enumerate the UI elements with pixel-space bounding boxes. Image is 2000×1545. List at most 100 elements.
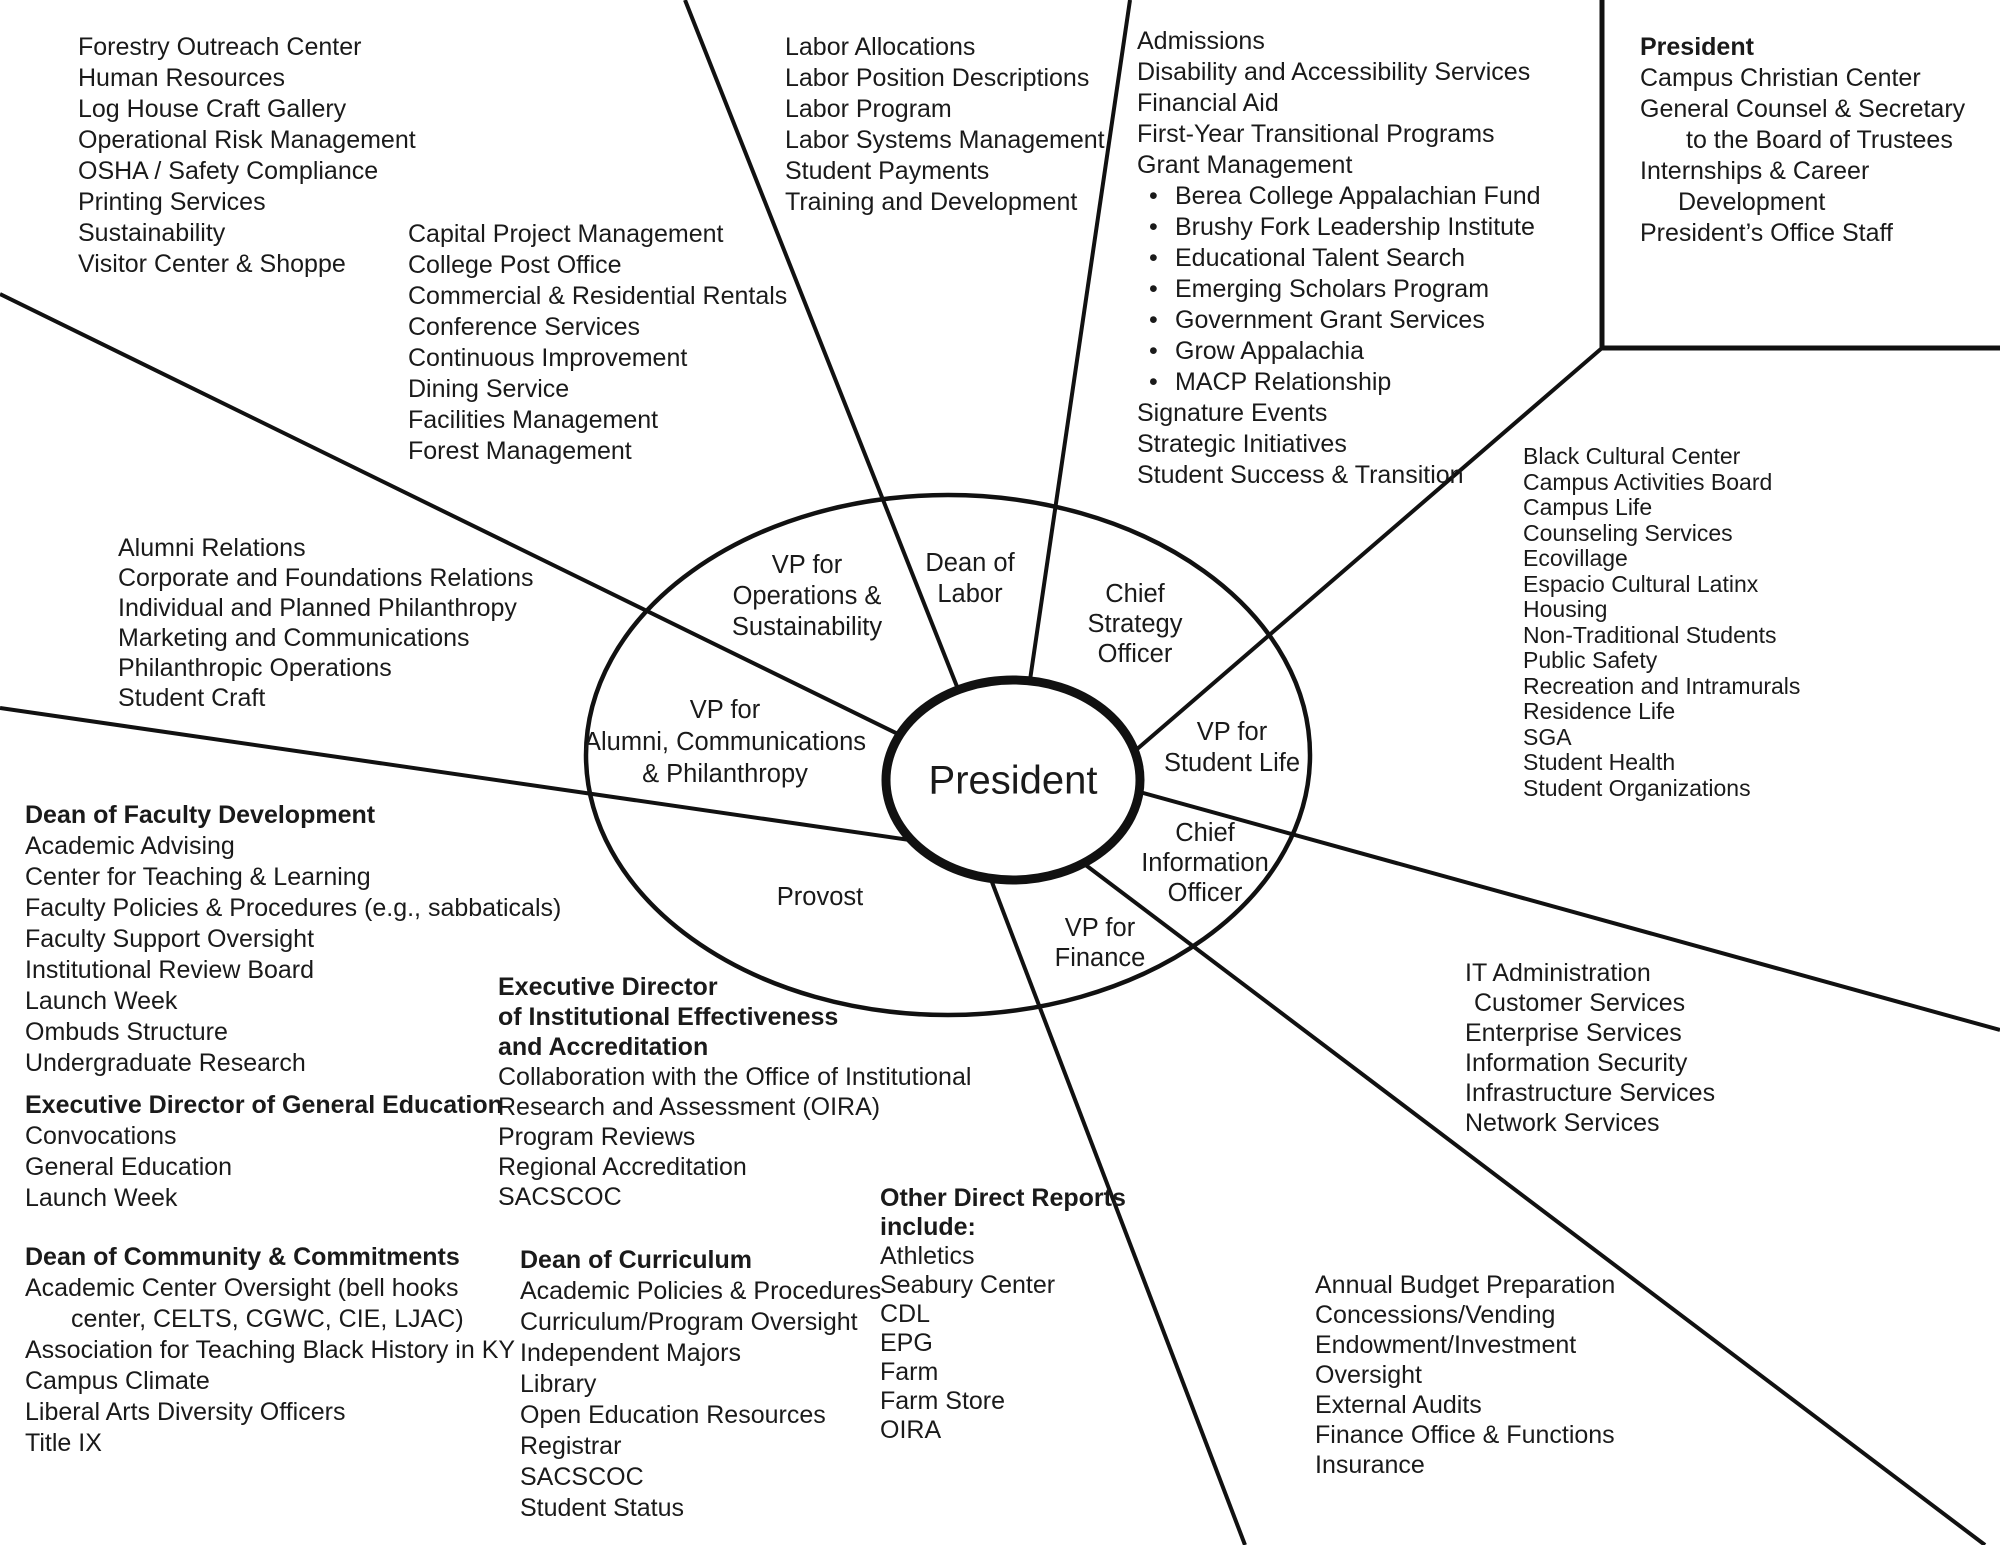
list-item: SACSCOC <box>498 1183 622 1211</box>
list-item: Printing Services <box>78 188 266 216</box>
list-item: Research and Assessment (OIRA) <box>498 1093 881 1121</box>
list-item: Housing <box>1523 596 1608 622</box>
list-item: include: <box>880 1213 976 1241</box>
list-item: Student Craft <box>118 684 266 712</box>
sector-provost: Provost <box>777 882 863 913</box>
sector-label-line: Chief <box>1105 580 1165 608</box>
list-item: First-Year Transitional Programs <box>1137 120 1495 148</box>
list-item: Finance Office & Functions <box>1315 1421 1615 1449</box>
sector-label-line: Finance <box>1054 944 1146 972</box>
list-item: Human Resources <box>78 64 286 92</box>
list-item: SACSCOC <box>520 1463 644 1491</box>
president-circle <box>881 675 1145 885</box>
list-item: Dean of Curriculum <box>520 1246 752 1274</box>
list-item: Information Security <box>1465 1049 1688 1077</box>
list-item: Non-Traditional Students <box>1523 621 1777 648</box>
sector-label-line: Officer <box>1097 640 1173 668</box>
list-item: Counseling Services <box>1523 519 1733 546</box>
list-item: Institutional Review Board <box>25 956 315 984</box>
divider-line-strategy-studentlife <box>1068 346 1604 809</box>
list-item: Annual Budget Preparation <box>1315 1271 1616 1299</box>
list-item: Convocations <box>25 1122 177 1150</box>
divider-line-labor-strategy <box>1013 0 1132 783</box>
list-item: Campus Christian Center <box>1640 64 1921 92</box>
list-item: MACP Relationship <box>1137 367 1541 398</box>
list-item: Association for Teaching Black History i… <box>25 1336 516 1364</box>
list-item: Dining Service <box>408 375 570 403</box>
sector-label-line: VP for <box>771 551 843 579</box>
list-item: Network Services <box>1465 1109 1660 1137</box>
sector-label-line: Labor <box>937 580 1003 608</box>
list-item: Curriculum/Program Oversight <box>520 1308 858 1336</box>
sector-label-line: Officer <box>1167 879 1243 907</box>
sector-label-line: Strategy <box>1087 610 1183 638</box>
sector-label-line: & Philanthropy <box>642 760 808 788</box>
list-item: Campus Activities Board <box>1523 468 1773 495</box>
list-item: Liberal Arts Diversity Officers <box>25 1398 346 1426</box>
list-item: Academic Center Oversight (bell hooks <box>25 1274 459 1302</box>
list-item: OSHA / Safety Compliance <box>78 157 379 185</box>
list-item: Development <box>1678 188 1826 216</box>
list-item: Student Status <box>520 1494 685 1522</box>
list-item: Sustainability <box>78 219 226 247</box>
list-item: Labor Program <box>785 95 952 123</box>
sector-label-line: Dean of <box>925 549 1015 577</box>
list-item: of Institutional Effectiveness <box>498 1003 839 1031</box>
list-item: Oversight <box>1315 1361 1422 1389</box>
list-item: IT Administration <box>1465 959 1651 987</box>
list-item: Labor Allocations <box>785 33 976 61</box>
list-item: Dean of Community & Commitments <box>25 1243 460 1271</box>
list-item: Faculty Support Oversight <box>25 925 315 953</box>
list-item: Public Safety <box>1523 647 1658 673</box>
divider-line-finance-provost <box>951 779 1247 1545</box>
list-item: Academic Policies & Procedures <box>520 1277 882 1305</box>
list-item: Recreation and Intramurals <box>1523 672 1801 699</box>
divider-line-studentlife-cio <box>1012 755 2000 1032</box>
list-item: Executive Director <box>498 973 718 1001</box>
list-item: Individual and Planned Philanthropy <box>118 594 517 622</box>
list-item: Government Grant Services <box>1137 305 1541 336</box>
list-item: Conference Services <box>408 313 641 341</box>
list-item: Ecovillage <box>1523 545 1628 571</box>
list-item: President’s Office Staff <box>1640 219 1893 247</box>
divider-line-alumni-operations <box>0 292 1001 786</box>
list-item: Operational Risk Management <box>78 126 416 154</box>
list-item: Capital Project Management <box>408 220 724 248</box>
president-center-label: President <box>928 758 1098 803</box>
list-item: Independent Majors <box>520 1339 741 1367</box>
list-item: Ombuds Structure <box>25 1018 228 1046</box>
list-item: Grant Management <box>1137 151 1353 179</box>
list-item: Visitor Center & Shoppe <box>78 250 346 278</box>
sector-label-line: Chief <box>1175 819 1235 847</box>
list-item: Student Payments <box>785 157 990 185</box>
list-item: Log House Craft Gallery <box>78 95 347 123</box>
sector-label-line: Provost <box>776 883 864 911</box>
divider-line-provost-alumni <box>0 706 1014 857</box>
sector-label-line: Operations & <box>732 582 882 610</box>
list-item: Student Health <box>1523 749 1676 775</box>
list-item: Brushy Fork Leadership Institute <box>1137 212 1541 243</box>
list-item: Faculty Policies & Procedures (e.g., sab… <box>25 894 562 922</box>
list-item: and Accreditation <box>498 1033 709 1061</box>
divider-line-cio-finance <box>1077 858 1987 1545</box>
list-item: Campus Climate <box>25 1367 210 1395</box>
list-item: SGA <box>1523 723 1572 750</box>
list-item: Berea College Appalachian Fund <box>1137 181 1541 212</box>
list-item: Collaboration with the Office of Institu… <box>498 1063 972 1091</box>
list-item: Dean of Faculty Development <box>25 801 376 829</box>
list-item: President <box>1640 33 1754 61</box>
list-item: CDL <box>880 1300 931 1328</box>
list-item: EPG <box>880 1329 933 1357</box>
